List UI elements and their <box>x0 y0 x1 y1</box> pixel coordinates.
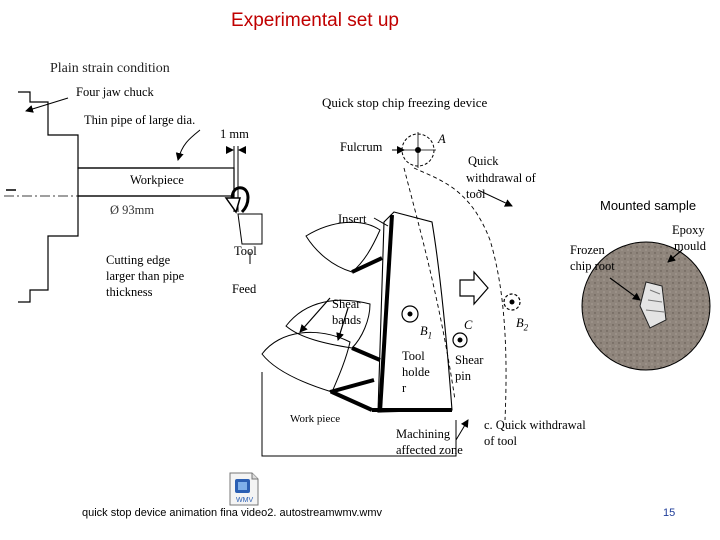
video-file-icon[interactable]: WMV <box>228 472 260 506</box>
quick-withdrawal-label-2: withdrawal of <box>466 171 536 185</box>
machining-affected-zone-label-1: Machining <box>396 427 451 441</box>
tool-label: Tool <box>234 244 257 258</box>
withdrawal-arrow <box>459 270 489 306</box>
workpiece-label: Workpiece <box>130 173 184 187</box>
epoxy-mould-label-1: Epoxy <box>672 223 705 237</box>
insert <box>378 214 394 413</box>
page-number: 15 <box>663 507 676 519</box>
quick-withdrawal-caption-2: of tool <box>484 434 517 448</box>
tool-holder-label-1: Tool <box>402 349 425 363</box>
slide-title: Experimental set up <box>231 10 399 31</box>
chip-lobe-2 <box>285 299 371 349</box>
shear-bands-label-1: Shear <box>332 297 361 311</box>
thin-pipe-label: Thin pipe of large dia. <box>84 113 196 127</box>
work-piece-label: Work piece <box>290 413 341 425</box>
quick-stop-device-label: Quick stop chip freezing device <box>322 95 488 110</box>
insert-label: Insert <box>338 212 367 226</box>
mounted-sample-label: Mounted sample <box>600 198 697 213</box>
feed-label: Feed <box>232 282 257 296</box>
workpiece-block <box>261 372 457 457</box>
tool <box>237 213 263 245</box>
four-jaw-chuck <box>18 91 180 303</box>
shear-band-2 <box>351 346 381 362</box>
shear-pin-label-1: Shear <box>455 353 484 367</box>
b2-label: B2 <box>516 316 529 333</box>
cutting-edge-label-1: Cutting edge <box>106 253 171 267</box>
quick-withdrawal-caption-1: c. Quick withdrawal <box>484 418 586 432</box>
frozen-chip-root-label-2: chip root <box>570 259 615 273</box>
frozen-chip-root-label-1: Frozen <box>570 243 605 257</box>
epoxy-mould-label-2: mould <box>674 239 706 253</box>
four-jaw-chuck-label: Four jaw chuck <box>76 85 154 99</box>
chip-lobe-3 <box>261 331 351 393</box>
tool-holder-label-2: holde <box>402 365 430 379</box>
pin-b1 <box>401 305 419 323</box>
quick-withdrawal-label-1: Quick <box>468 154 499 168</box>
b1-label: B1 <box>420 324 433 341</box>
wmv-icon-label: WMV <box>236 497 253 504</box>
diameter-label: Ø 93mm <box>110 203 155 217</box>
shear-band-3 <box>329 378 375 394</box>
cutting-edge-label-3: thickness <box>106 285 153 299</box>
shear-pin-label-2: pin <box>455 369 471 383</box>
pin-b2 <box>503 293 521 311</box>
one-mm-label: 1 mm <box>220 127 249 141</box>
video-link-caption[interactable]: quick stop device animation fina video2.… <box>82 507 382 519</box>
fulcrum-label: Fulcrum <box>340 140 383 154</box>
shear-bands-label-2: bands <box>332 313 362 327</box>
cutting-edge-label-2: larger than pipe <box>106 269 185 283</box>
pin-c <box>452 332 468 348</box>
machining-affected-zone-label-2: affected zone <box>396 443 463 457</box>
chip-lobe-1 <box>305 221 381 273</box>
point-a-label: A <box>438 132 446 146</box>
quick-withdrawal-label-3: tool <box>466 187 486 201</box>
withdrawn-holder-outline <box>413 167 507 421</box>
tool-holder-label-3: r <box>402 381 407 395</box>
shear-band-1 <box>351 256 383 274</box>
plain-strain-label: Plain strain condition <box>50 61 170 76</box>
c-label: C <box>464 318 473 332</box>
